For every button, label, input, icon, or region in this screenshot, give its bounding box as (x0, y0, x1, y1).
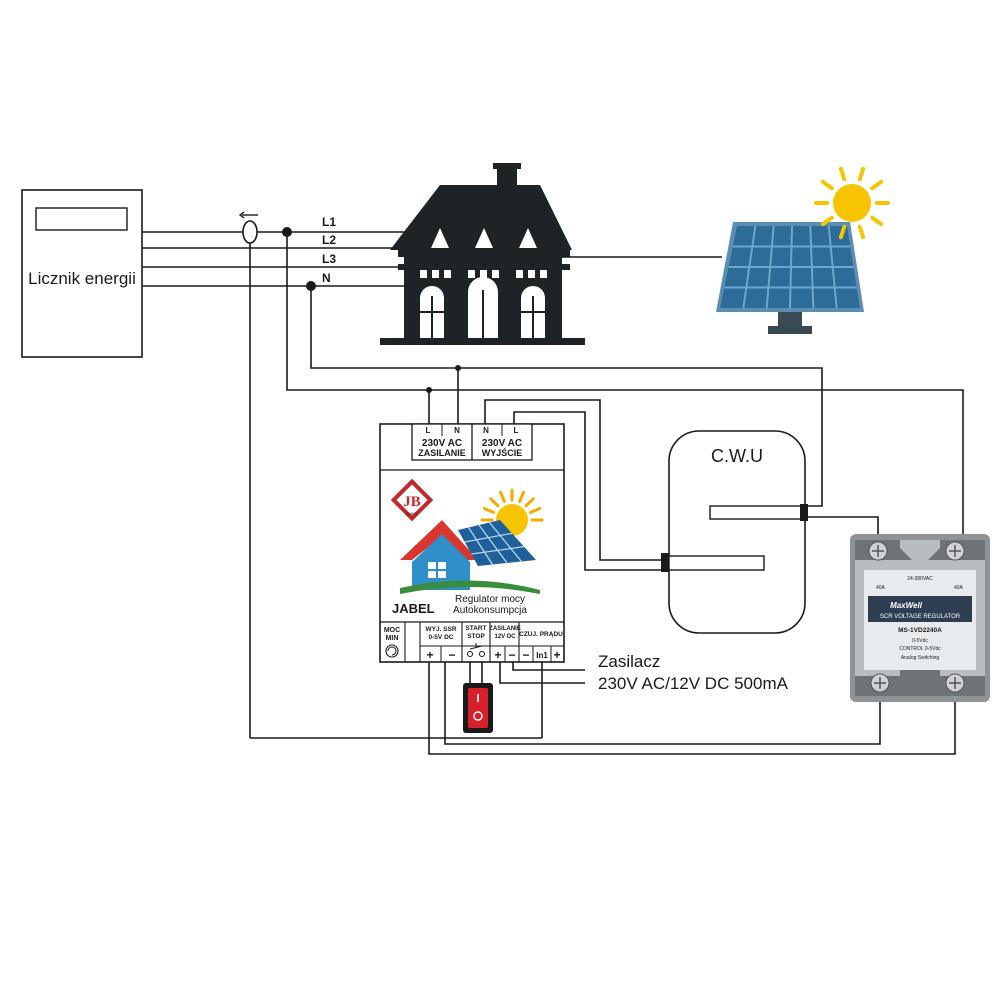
brand-name: JABEL (392, 601, 435, 616)
start-stop-label-1: START (465, 625, 486, 632)
ssr-output-label-2: 0-5V DC (429, 634, 454, 641)
line-n-label: N (322, 271, 331, 285)
current-sensor-label: CZUJ. PRĄDU (519, 631, 563, 638)
current-plus-terminal: + (553, 648, 560, 662)
line-l2-label: L2 (322, 233, 336, 247)
product-line-1: Regulator mocy (455, 594, 525, 605)
output-l-terminal: L (514, 426, 519, 435)
moc-min-label-2: MIN (386, 635, 399, 642)
power-regulator-device: L N N L 230V AC ZASILANIE 230V AC WYJŚCI… (379, 423, 565, 663)
scr-voltage-regulator: MaxWell SCR VOLTAGE REGULATOR MS-1VD2240… (850, 534, 990, 702)
supply-minus-terminal: − (508, 648, 515, 662)
ssr-title: SCR VOLTAGE REGULATOR (880, 614, 961, 620)
ssr-minus-terminal: − (448, 648, 455, 662)
psu-label-1: Zasilacz (598, 652, 660, 671)
supply-12v-label-1: ZASILANIE (489, 626, 521, 632)
line-l3-label: L3 (322, 252, 336, 266)
product-line-2: Autokonsumpcja (453, 605, 527, 616)
jabel-logo: JB JABEL (390, 478, 434, 522)
logo-sub: JABEL (406, 511, 419, 516)
supply-12v-label-2: 12V DC (494, 634, 516, 640)
output-label: WYJŚCIE (482, 447, 523, 458)
supply-plus-terminal: + (494, 648, 501, 662)
ssr-voltage: 24-380VAC (907, 576, 933, 582)
energy-meter: Licznik energii (21, 189, 143, 358)
ssr-model: MS-1VD2240A (898, 627, 942, 634)
ssr-brand: MaxWell (890, 601, 923, 610)
output-n-terminal: N (483, 426, 489, 435)
ssr-control: CONTROL 0-5Vdc (899, 646, 941, 652)
current-sensor-clamp (238, 211, 258, 738)
start-stop-contact-icon (467, 643, 485, 657)
meter-display (35, 207, 128, 231)
tank-label: C.W.U (711, 446, 763, 466)
meter-label: Licznik energii (28, 269, 136, 288)
input-supply-label: ZASILANIE (418, 448, 466, 458)
input-voltage-label: 230V AC (422, 438, 462, 449)
moc-min-knob-icon[interactable] (385, 644, 399, 658)
ssr-plus-terminal: + (426, 648, 433, 662)
start-stop-switch[interactable] (463, 683, 493, 733)
ssr-mode: Analog Switching (901, 655, 940, 661)
ssr-amps-left: 40A (876, 585, 886, 591)
start-stop-label-2: STOP (467, 633, 485, 640)
current-in1-terminal: In1 (536, 651, 548, 660)
ssr-output-label-1: WYJ. SSR (425, 626, 456, 633)
ssr-range: 0-5Vdc (912, 638, 928, 644)
ssr-screw-icons (868, 541, 965, 693)
supply-lines: L1 L2 L3 N (142, 215, 408, 291)
psu-label-2: 230V AC/12V DC 500mA (598, 674, 789, 693)
ssr-amps-right: 40A (954, 585, 964, 591)
output-voltage-label: 230V AC (482, 438, 522, 449)
input-l-terminal: L (426, 426, 431, 435)
solar-panel-icon (716, 222, 864, 334)
logo-letters: JB (403, 494, 421, 510)
line-l1-label: L1 (322, 215, 336, 229)
signal-wiring (250, 662, 956, 755)
current-minus-terminal: − (522, 648, 529, 662)
hot-water-tank: C.W.U (661, 430, 808, 634)
regulator-house-illustration (400, 488, 544, 594)
controller-wiring (286, 232, 964, 571)
moc-min-label-1: MOC (384, 627, 400, 634)
sun-icon (814, 166, 890, 240)
input-n-terminal: N (454, 426, 460, 435)
